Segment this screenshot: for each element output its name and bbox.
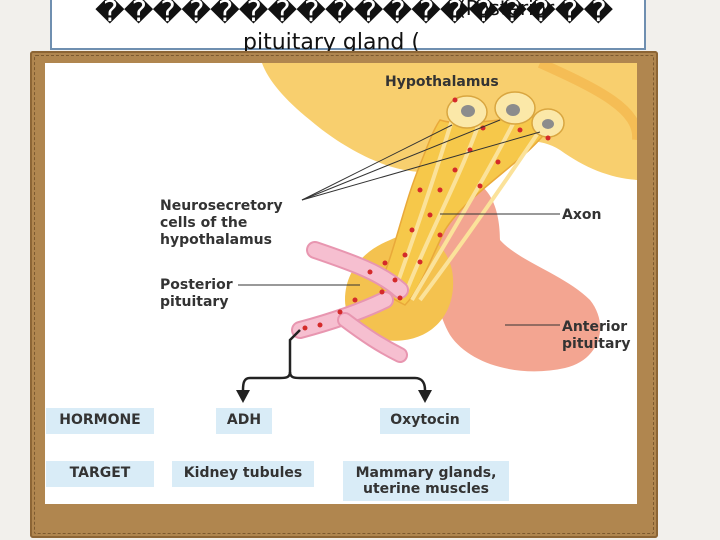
- slide-subtitle: pituitary gland (: [243, 30, 420, 55]
- label-hypothalamus: Hypothalamus: [385, 74, 499, 90]
- target-header: TARGET: [46, 461, 154, 487]
- title-box: [50, 0, 646, 50]
- hormone-oxytocin: Oxytocin: [380, 408, 470, 434]
- label-anterior-line1: Anterior: [562, 319, 628, 335]
- slide-title-overlap: (Posterior: [458, 0, 555, 20]
- target-mammary: Mammary glands, uterine muscles: [343, 461, 509, 501]
- label-neurosecretory-line2: cells of the: [160, 215, 248, 231]
- leader-lines: [238, 119, 560, 326]
- target-kidney: Kidney tubules: [172, 461, 314, 487]
- hormone-header: HORMONE: [46, 408, 154, 434]
- label-neurosecretory-line3: hypothalamus: [160, 232, 272, 248]
- label-posterior-line2: pituitary: [160, 294, 229, 310]
- release-arrows: [241, 329, 427, 391]
- label-neurosecretory-line1: Neurosecretory: [160, 198, 283, 214]
- label-axon: Axon: [562, 207, 602, 223]
- slide-title: ������������������: [95, 0, 613, 28]
- blood-vessels: [291, 241, 409, 363]
- label-posterior-line1: Posterior: [160, 277, 233, 293]
- neuron-cell-bodies: [446, 91, 565, 138]
- label-anterior-line2: pituitary: [562, 336, 631, 352]
- frame-stitching: [34, 55, 654, 534]
- hormone-adh: ADH: [216, 408, 272, 434]
- neurosecretory-granules: [302, 97, 551, 331]
